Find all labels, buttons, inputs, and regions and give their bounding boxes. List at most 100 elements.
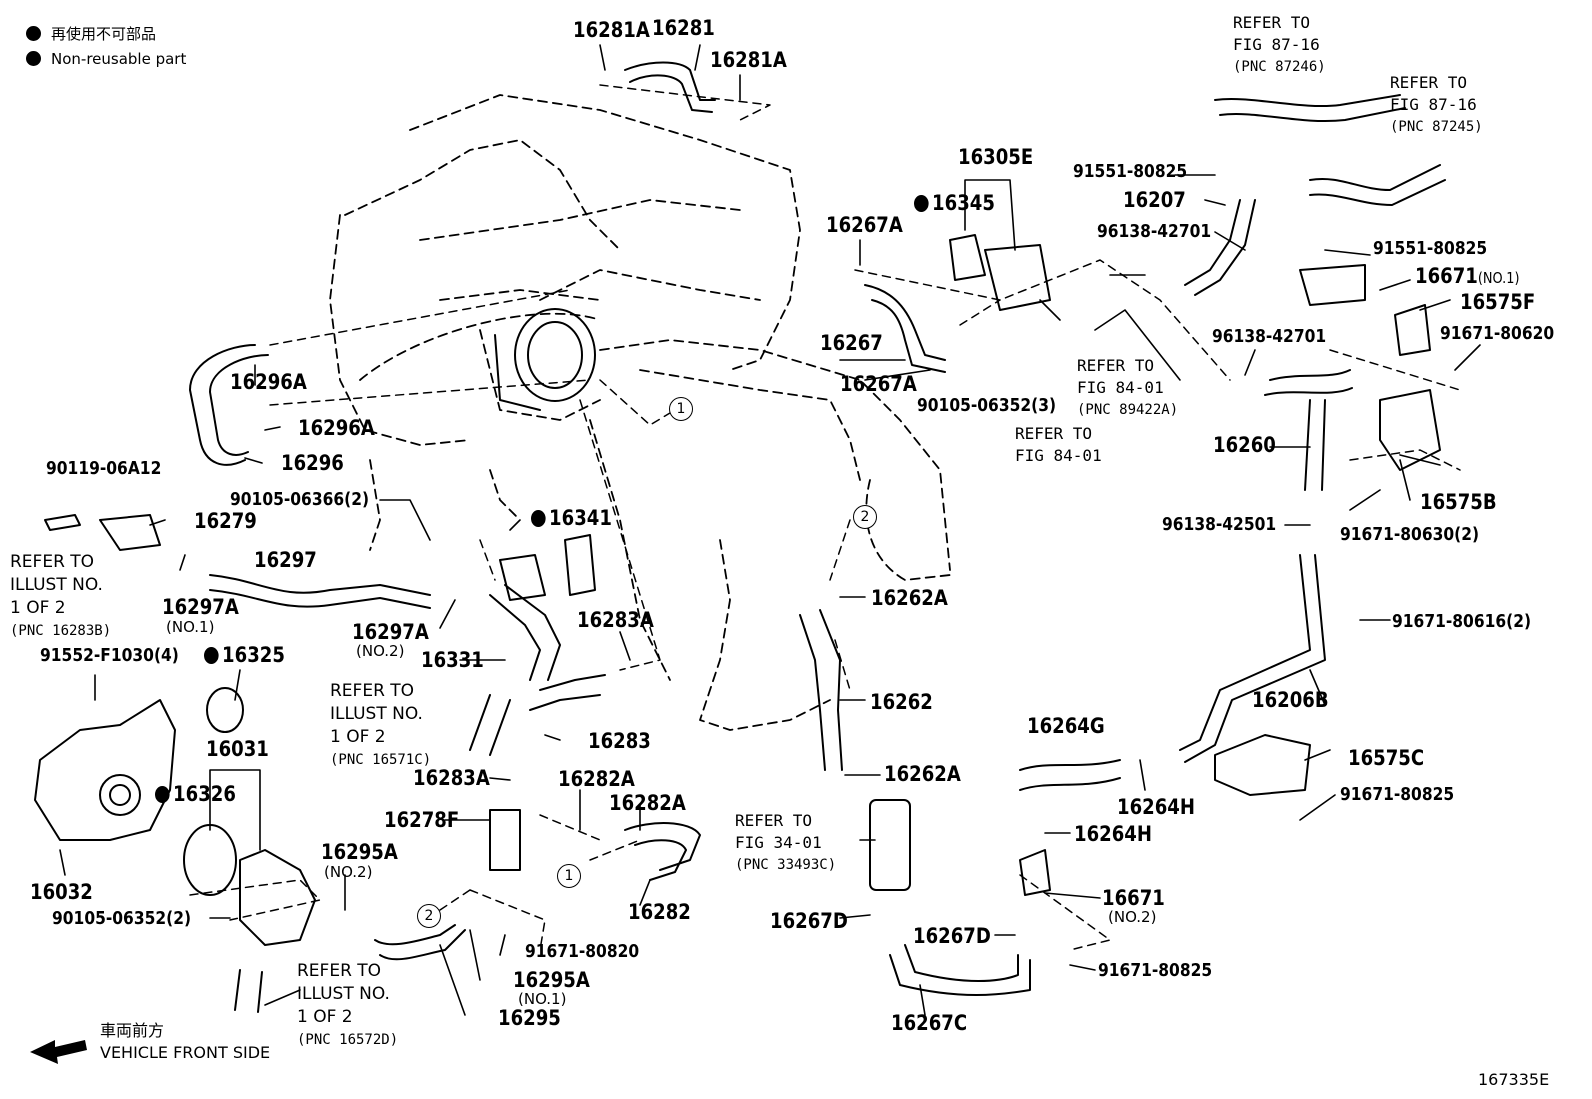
connector-marker[interactable]: 2: [417, 904, 441, 928]
connector-marker[interactable]: 2: [853, 505, 877, 529]
part-label[interactable]: 16262A: [884, 762, 961, 786]
part-label[interactable]: 16206B: [1252, 688, 1329, 712]
reference-line: FIG 84-01: [1077, 378, 1164, 397]
non-reusable-marker-icon: [531, 510, 546, 527]
engine-outline: [329, 94, 951, 731]
part-label[interactable]: 16282A: [609, 791, 686, 815]
part-label[interactable]: 16296A: [230, 370, 307, 394]
part-label[interactable]: 16267D: [913, 924, 991, 948]
reference-note[interactable]: REFER TO FIG 84-01 (PNC 89422A): [1077, 355, 1178, 421]
part-label[interactable]: 16575C: [1348, 746, 1425, 770]
part-label[interactable]: 96138-42701: [1097, 221, 1212, 242]
assembly-lines: [189, 84, 1461, 951]
part-label[interactable]: 16305E: [958, 145, 1034, 169]
reference-line: (PNC 33493C): [735, 857, 837, 873]
part-label[interactable]: 16262: [870, 690, 933, 714]
part-label[interactable]: 16283A: [413, 766, 490, 790]
part-label[interactable]: 91671-80820: [525, 941, 640, 962]
non-reusable-marker-icon: [26, 51, 41, 66]
part-label[interactable]: 16575F: [1460, 290, 1536, 314]
reference-note[interactable]: REFER TO ILLUST NO. 1 OF 2 (PNC 16283B): [10, 551, 111, 643]
reference-line: ILLUST NO.: [10, 575, 103, 595]
part-label[interactable]: 16671: [1102, 886, 1165, 910]
part-label[interactable]: 91671-80616(2): [1392, 611, 1532, 632]
part-variant: (NO.1): [166, 618, 215, 636]
part-label[interactable]: 16283: [588, 729, 651, 753]
part-label[interactable]: 16267: [820, 331, 883, 355]
part-label[interactable]: 16296A: [298, 416, 375, 440]
throttle-body-art: [494, 308, 596, 411]
part-label[interactable]: 90105-06352(3): [917, 395, 1057, 416]
part-label[interactable]: 16295A: [321, 840, 398, 864]
part-label[interactable]: 16032: [30, 880, 93, 904]
part-label[interactable]: 90119-06A12: [46, 458, 162, 479]
reference-line: (PNC 87246): [1233, 59, 1326, 75]
part-label[interactable]: 16331: [421, 648, 484, 672]
part-label[interactable]: 16264G: [1027, 714, 1105, 738]
part-label[interactable]: 16267D: [770, 909, 848, 933]
part-label[interactable]: 91671-80825: [1340, 784, 1455, 805]
part-number: 16345: [932, 191, 995, 215]
part-label[interactable]: 16281A: [573, 18, 650, 42]
non-reusable-marker-icon: [155, 786, 170, 803]
leader-lines: [59, 44, 1481, 1016]
part-variant: (NO.1): [1477, 269, 1520, 287]
part-label[interactable]: 16282: [628, 900, 691, 924]
reference-note[interactable]: REFER TO FIG 87-16 (PNC 87246): [1233, 12, 1326, 78]
part-label[interactable]: 16281: [652, 16, 715, 40]
part-label[interactable]: 16297: [254, 548, 317, 572]
part-label[interactable]: 90105-06366(2): [230, 489, 370, 510]
part-label[interactable]: 16278F: [384, 808, 460, 832]
non-reusable-marker-icon: [204, 647, 219, 664]
part-label[interactable]: 16282A: [558, 767, 635, 791]
legend-jp: 再使用不可部品: [26, 26, 156, 42]
part-number: 16671: [1415, 264, 1478, 288]
part-label[interactable]: 16671(NO.1): [1415, 266, 1519, 287]
reference-line: 1 OF 2: [297, 1007, 353, 1027]
part-label[interactable]: 91671-80620: [1440, 323, 1555, 344]
reference-note[interactable]: REFER TO FIG 84-01: [1015, 423, 1102, 467]
part-label[interactable]: 16296: [281, 451, 344, 475]
part-label[interactable]: 16297A: [162, 595, 239, 619]
part-label[interactable]: 16297A: [352, 620, 429, 644]
legend-en-text: Non-reusable part: [51, 50, 187, 68]
part-label[interactable]: 91552-F1030(4): [40, 645, 179, 666]
part-label-non-reusable[interactable]: 16345: [914, 193, 995, 214]
part-label[interactable]: 16207: [1123, 188, 1186, 212]
part-label[interactable]: 91671-80630(2): [1340, 524, 1480, 545]
connector-marker[interactable]: 1: [669, 397, 693, 421]
part-label[interactable]: 91551-80825: [1073, 161, 1188, 182]
reference-note[interactable]: REFER TO ILLUST NO. 1 OF 2 (PNC 16572D): [297, 960, 398, 1052]
part-label[interactable]: 16267A: [826, 213, 903, 237]
part-label[interactable]: 16575B: [1420, 490, 1497, 514]
reference-note[interactable]: REFER TO ILLUST NO. 1 OF 2 (PNC 16571C): [330, 680, 431, 772]
part-label[interactable]: 16295A: [513, 968, 590, 992]
part-label-non-reusable[interactable]: 16325: [204, 645, 285, 666]
part-label[interactable]: 16295: [498, 1006, 561, 1030]
part-label[interactable]: 16264H: [1117, 795, 1195, 819]
part-label[interactable]: 16264H: [1074, 822, 1152, 846]
part-label[interactable]: 16267C: [891, 1011, 968, 1035]
part-label[interactable]: 91671-80825: [1098, 960, 1213, 981]
part-label[interactable]: 16283A: [577, 608, 654, 632]
part-label[interactable]: 16279: [194, 509, 257, 533]
part-label[interactable]: 96138-42701: [1212, 326, 1327, 347]
reference-note[interactable]: REFER TO FIG 34-01 (PNC 33493C): [735, 810, 836, 876]
part-label[interactable]: 16281A: [710, 48, 787, 72]
part-label[interactable]: 16262A: [871, 586, 948, 610]
part-label-non-reusable[interactable]: 16341: [531, 508, 612, 529]
reference-note[interactable]: REFER TO FIG 87-16 (PNC 87245): [1390, 72, 1483, 138]
part-label[interactable]: 16260: [1213, 433, 1276, 457]
part-label[interactable]: 91551-80825: [1373, 238, 1488, 259]
part-variant: (NO.1): [518, 990, 567, 1008]
part-label[interactable]: 90105-06352(2): [52, 908, 192, 929]
front-arrow-art: [30, 1040, 87, 1064]
legend-jp-text: 再使用不可部品: [51, 25, 157, 43]
part-label-non-reusable[interactable]: 16326: [155, 784, 236, 805]
part-label[interactable]: 16267A: [840, 372, 917, 396]
part-label[interactable]: 16031: [206, 737, 269, 761]
part-label[interactable]: 96138-42501: [1162, 514, 1277, 535]
connector-marker[interactable]: 1: [557, 864, 581, 888]
part-number: 16341: [549, 506, 612, 530]
reference-line: ILLUST NO.: [330, 704, 423, 724]
